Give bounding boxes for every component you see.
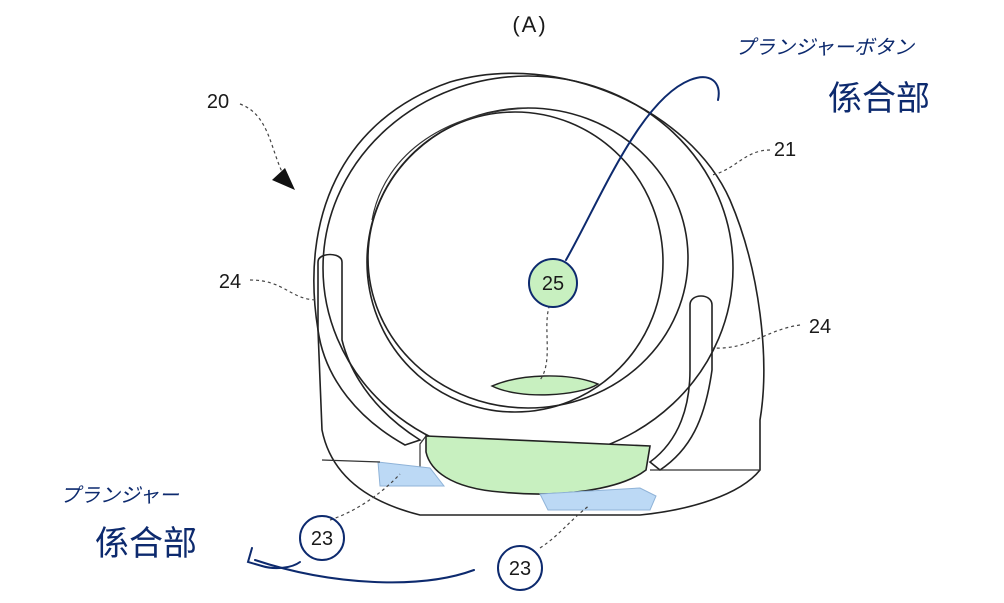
right-slot bbox=[650, 296, 712, 470]
ref-label-24-right: 24 bbox=[809, 316, 831, 338]
inner-rim-back bbox=[368, 108, 688, 408]
annotation-top-right-line1: プランジャーボタン bbox=[735, 35, 915, 59]
leader-21 bbox=[712, 150, 770, 175]
panel-label: (A) bbox=[512, 12, 547, 37]
leader-24-left bbox=[250, 280, 318, 300]
annotation-bottom-left-line2: 係合部 bbox=[95, 524, 197, 564]
annotation-bottom-left-line1: プランジャー bbox=[60, 483, 180, 507]
inner-band-line bbox=[372, 108, 528, 220]
ref-label-23-left: 23 bbox=[311, 528, 333, 550]
ref-label-20: 20 bbox=[207, 91, 229, 113]
plunger-bar bbox=[426, 436, 650, 494]
annotation-top-right-line2: 係合部 bbox=[828, 79, 930, 119]
outer-rim bbox=[323, 76, 733, 460]
button-highlight bbox=[492, 376, 598, 395]
pen-arrow-bottom bbox=[255, 560, 474, 582]
arrow-20 bbox=[272, 168, 295, 190]
leader-20 bbox=[240, 104, 285, 178]
leader-23-right bbox=[540, 505, 590, 548]
ref-label-21: 21 bbox=[774, 139, 796, 161]
ref-label-23-right: 23 bbox=[509, 558, 531, 580]
pen-arrowhead-bottom bbox=[248, 548, 262, 566]
ref-label-24-left: 24 bbox=[219, 271, 241, 293]
ref-label-25: 25 bbox=[542, 273, 564, 295]
leader-24-right bbox=[712, 325, 800, 348]
inner-rim-front bbox=[367, 112, 663, 412]
pen-line-to-25 bbox=[566, 77, 719, 260]
plunger-bar-edge bbox=[420, 436, 426, 470]
leader-25 bbox=[540, 300, 552, 380]
